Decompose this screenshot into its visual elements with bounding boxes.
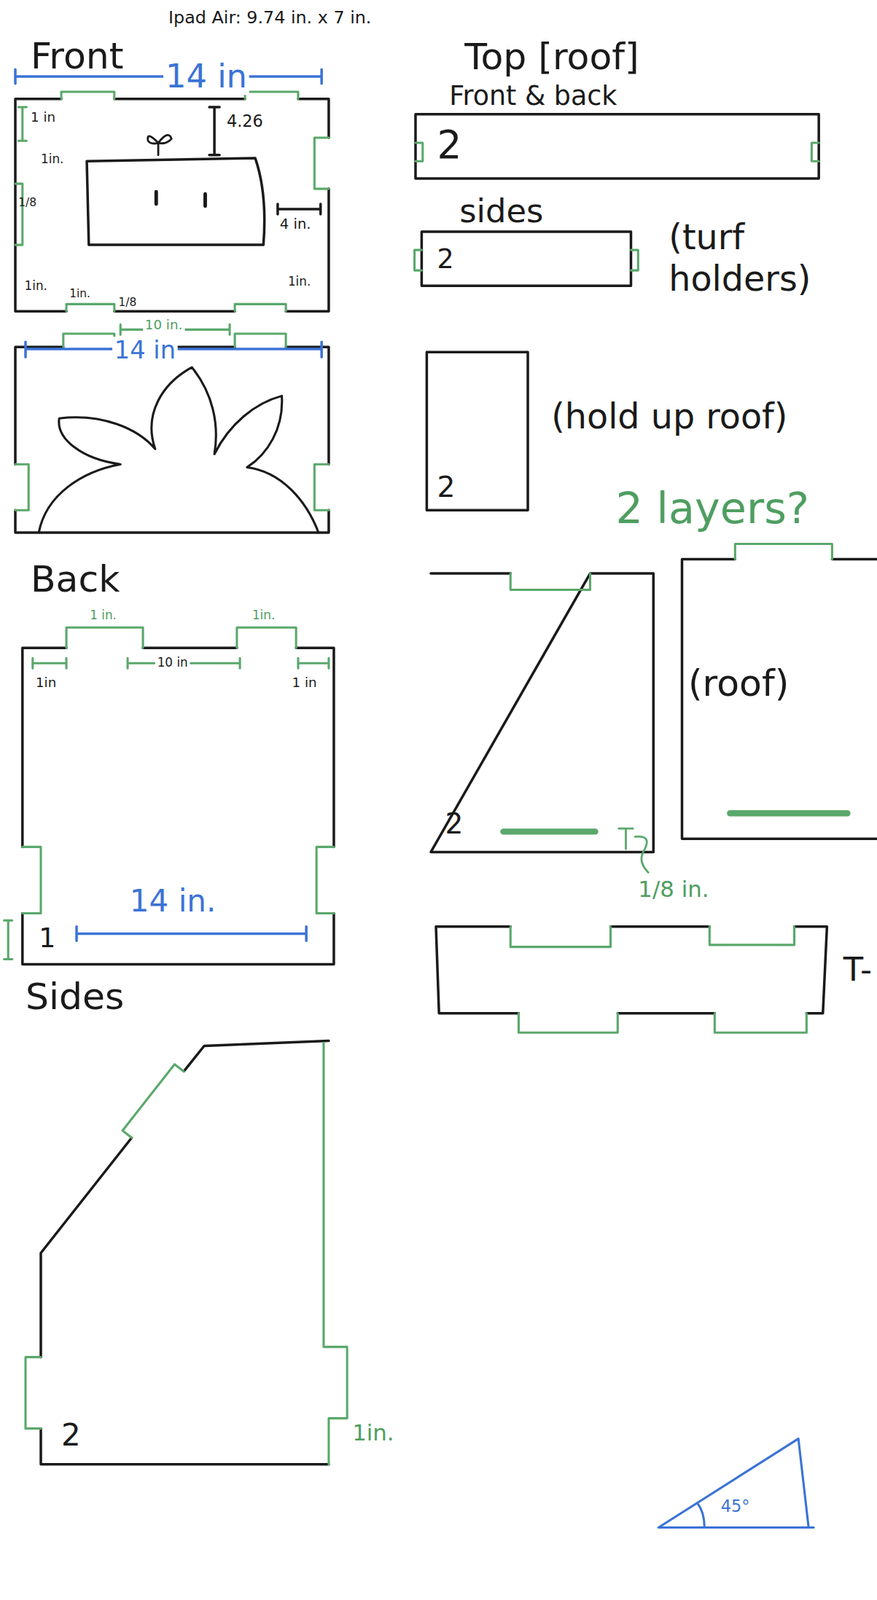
dimension: 14 in bbox=[112, 336, 178, 364]
dimension: 1in. bbox=[352, 1422, 394, 1448]
device-size-note: Ipad Air: 9.74 in. x 7 in. bbox=[168, 8, 372, 27]
piece-count: 2 bbox=[436, 244, 454, 275]
piece-count: 2 bbox=[436, 124, 462, 168]
dimension: 1in. bbox=[24, 279, 48, 294]
group-heading: Top [roof] bbox=[464, 36, 640, 77]
roof-strip: Front & back2 bbox=[415, 114, 819, 179]
dimension: 1 in bbox=[292, 675, 318, 691]
piece-count: 2 bbox=[61, 1419, 81, 1453]
dimension: 1in. bbox=[69, 287, 91, 301]
dimension: 1 in bbox=[30, 110, 56, 125]
dimension: 1/8 bbox=[118, 297, 137, 310]
piece-note: (turf holders) bbox=[668, 216, 873, 300]
dimension: 4 in. bbox=[279, 216, 312, 233]
dimension: 1in bbox=[35, 675, 57, 691]
roof-support: 2 bbox=[426, 352, 528, 511]
dimension: 14 in. bbox=[127, 884, 218, 918]
turf-holder: sides2 bbox=[421, 231, 631, 286]
roof-panel: 2 bbox=[430, 573, 654, 853]
piece-heading: sides bbox=[459, 193, 544, 230]
side-panel: Sides2 bbox=[40, 1041, 329, 1465]
dimension: 1 in. bbox=[89, 609, 117, 623]
piece-note: (roof) bbox=[688, 663, 789, 704]
piece-heading: Front & back bbox=[449, 81, 617, 111]
piece-note: (hold up roof) bbox=[551, 398, 788, 436]
dimension: 1in. bbox=[40, 153, 64, 167]
front-panel: Front bbox=[15, 94, 329, 312]
dimension: 10 in bbox=[155, 656, 191, 670]
dimension: 4.26 bbox=[226, 112, 264, 131]
roof-panel: (roof) bbox=[682, 559, 877, 840]
question-note: 2 layers? bbox=[615, 486, 810, 534]
angle-label: 45° bbox=[720, 1498, 751, 1518]
dimension: 14 in bbox=[163, 59, 250, 95]
dimension: 1/8 in. bbox=[637, 877, 709, 903]
piece-label: T- bbox=[843, 952, 872, 989]
dimension: 1in. bbox=[252, 609, 275, 623]
piece-heading: Sides bbox=[25, 976, 124, 1017]
piece-count: 2 bbox=[445, 809, 464, 842]
piece-heading: Back bbox=[30, 559, 120, 600]
dimension: 1in. bbox=[287, 275, 311, 289]
piece-count: 2 bbox=[436, 472, 455, 504]
dimension: 10 in. bbox=[142, 318, 185, 334]
piece-heading: Front bbox=[30, 35, 124, 76]
piece-count: 1 bbox=[38, 923, 56, 953]
dimension: 1/8 bbox=[18, 196, 37, 210]
